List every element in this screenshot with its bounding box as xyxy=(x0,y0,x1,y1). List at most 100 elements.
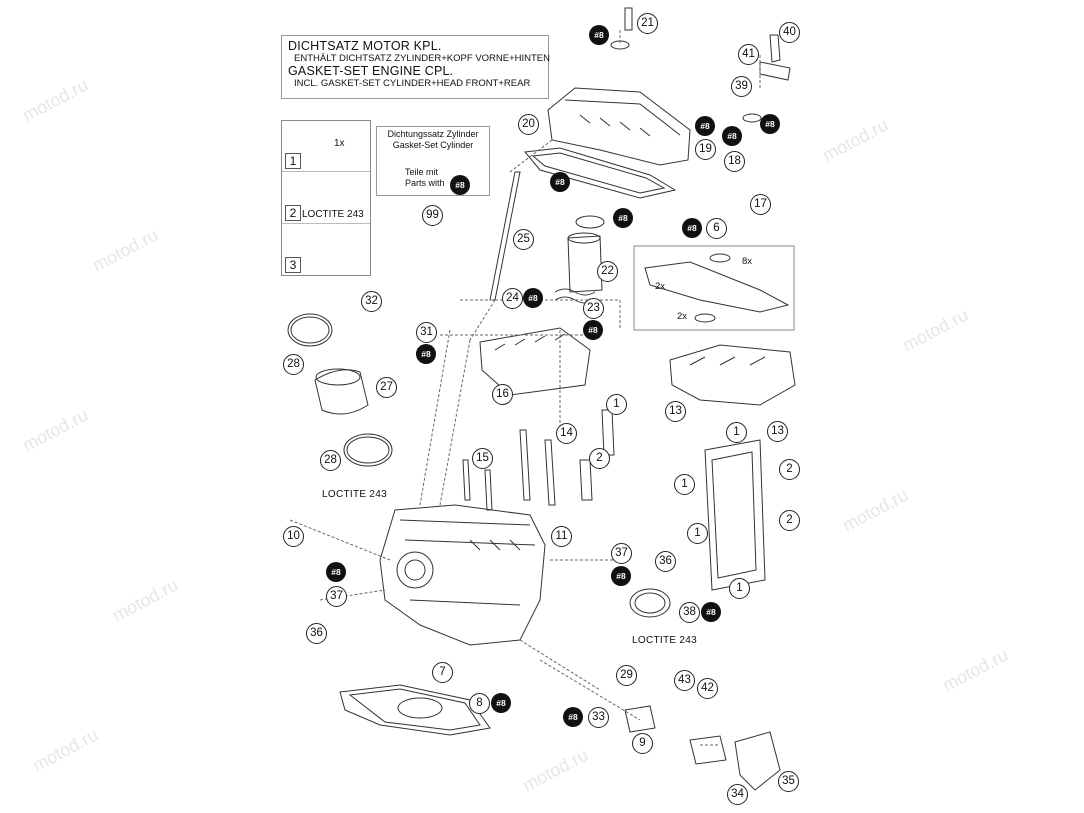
step-row: 3 xyxy=(282,225,370,275)
part-callout: 41 xyxy=(738,44,759,65)
part-callout: 15 xyxy=(472,448,493,469)
step-number: 1 xyxy=(285,153,301,169)
intake-manifold xyxy=(669,344,796,406)
part-callout: 34 xyxy=(727,784,748,805)
part-callout: 13 xyxy=(665,401,686,422)
part-callout: 11 xyxy=(551,526,572,547)
part-callout: 2 xyxy=(779,459,800,480)
gasket-set-title-de: DICHTSATZ MOTOR KPL. xyxy=(288,39,442,53)
part-callout: 1 xyxy=(726,422,747,443)
part-callout: 23 xyxy=(583,298,604,319)
cylinder-set-de: Dichtungssatz Zylinder xyxy=(387,129,479,139)
ref-badge: #8 xyxy=(491,693,511,713)
part-callout: 40 xyxy=(779,22,800,43)
quantity-label: 2x xyxy=(677,311,688,322)
gasket-set-title-en: GASKET-SET ENGINE CPL. xyxy=(288,64,454,78)
part-callout: 1 xyxy=(606,394,627,415)
step-number: 2 xyxy=(285,205,301,221)
part-callout: 38 xyxy=(679,602,700,623)
part-callout: 8 xyxy=(469,693,490,714)
part-callout: 25 xyxy=(513,229,534,250)
ref-badge: #8 xyxy=(613,208,633,228)
part-callout: 17 xyxy=(750,194,771,215)
step-row: 2 LOCTITE 243 xyxy=(282,173,370,224)
part-callout: 19 xyxy=(695,139,716,160)
part-callout: 32 xyxy=(361,291,382,312)
rocker-carrier xyxy=(479,327,591,396)
ref-badge: #8 xyxy=(682,218,702,238)
part-callout: 10 xyxy=(283,526,304,547)
ref-badge: #8 xyxy=(611,566,631,586)
ref-badge: #8 xyxy=(701,602,721,622)
part-callout: 29 xyxy=(616,665,637,686)
head-gasket xyxy=(339,684,491,736)
step-quantity: 1x xyxy=(334,138,345,149)
ref-badge: #8 xyxy=(583,320,603,340)
part-callout: 1 xyxy=(729,578,750,599)
gasket-set-info: DICHTSATZ MOTOR KPL. ENTHÄLT DICHTSATZ Z… xyxy=(281,35,551,99)
valve-cover xyxy=(547,87,691,166)
part-callout: 22 xyxy=(597,261,618,282)
part-callout: 1 xyxy=(674,474,695,495)
part-callout: 2 xyxy=(589,448,610,469)
part-callout: 28 xyxy=(320,450,341,471)
part-callout: 31 xyxy=(416,322,437,343)
part-callout: 20 xyxy=(518,114,539,135)
quantity-label: 8x xyxy=(742,256,753,267)
part-callout: 14 xyxy=(556,423,577,444)
ref-badge: #8 xyxy=(722,126,742,146)
part-callout: 2 xyxy=(779,510,800,531)
step-row: 1 1x xyxy=(282,121,370,172)
part-callout: 39 xyxy=(731,76,752,97)
assembly-steps: 1 1x 2 LOCTITE 243 3 xyxy=(281,120,371,276)
part-callout-99: 99 xyxy=(422,205,443,226)
ref-badge: #8 xyxy=(550,172,570,192)
part-callout: 37 xyxy=(611,543,632,564)
parts-with-de: Teile mit xyxy=(405,167,439,177)
cylinder-set-en: Gasket-Set Cylinder xyxy=(392,140,474,150)
part-callout: 33 xyxy=(588,707,609,728)
oval-seal xyxy=(629,588,671,618)
ref-badge: #8 xyxy=(416,344,436,364)
part-callout: 9 xyxy=(632,733,653,754)
ref-badge: #8 xyxy=(760,114,780,134)
part-callout: 42 xyxy=(697,678,718,699)
part-callout: 36 xyxy=(306,623,327,644)
ref-badge: #8 xyxy=(563,707,583,727)
part-callout: 13 xyxy=(767,421,788,442)
part-callout: 27 xyxy=(376,377,397,398)
part-callout: 37 xyxy=(326,586,347,607)
ref-badge: #8 xyxy=(326,562,346,582)
quantity-label: 2x xyxy=(655,281,666,292)
gasket-set-desc-en: INCL. GASKET-SET CYLINDER+HEAD FRONT+REA… xyxy=(294,78,531,89)
hose-clamp xyxy=(287,313,333,347)
part-callout: 43 xyxy=(674,670,695,691)
part-callout: 6 xyxy=(706,218,727,239)
part-callout: 35 xyxy=(778,771,799,792)
part-callout: 36 xyxy=(655,551,676,572)
part-callout: 24 xyxy=(502,288,523,309)
ref-badge: #8 xyxy=(523,288,543,308)
coolant-outlet xyxy=(734,731,781,791)
cylinder-head xyxy=(379,504,546,646)
loctite-label: LOCTITE 243 xyxy=(322,489,387,500)
cover-gasket xyxy=(524,147,677,199)
cam-holder xyxy=(567,235,603,293)
parts-with-en: Parts with xyxy=(405,178,445,188)
part-callout: 16 xyxy=(492,384,513,405)
part-callout: 21 xyxy=(637,13,658,34)
part-callout: 1 xyxy=(687,523,708,544)
ref-badge: #8 xyxy=(589,25,609,45)
part-callout: 18 xyxy=(724,151,745,172)
loctite-label: LOCTITE 243 xyxy=(632,635,697,646)
ref-badge: #8 xyxy=(695,116,715,136)
gasket-set-desc-de: ENTHÄLT DICHTSATZ ZYLINDER+KOPF VORNE+HI… xyxy=(294,53,551,64)
cylinder-gasket-set-info: Dichtungssatz Zylinder Gasket-Set Cylind… xyxy=(376,126,490,196)
part-callout: 28 xyxy=(283,354,304,375)
step-loctite: LOCTITE 243 xyxy=(302,209,364,220)
ref-badge: #8 xyxy=(450,175,470,195)
intake-boot xyxy=(314,369,369,415)
part-callout: 7 xyxy=(432,662,453,683)
